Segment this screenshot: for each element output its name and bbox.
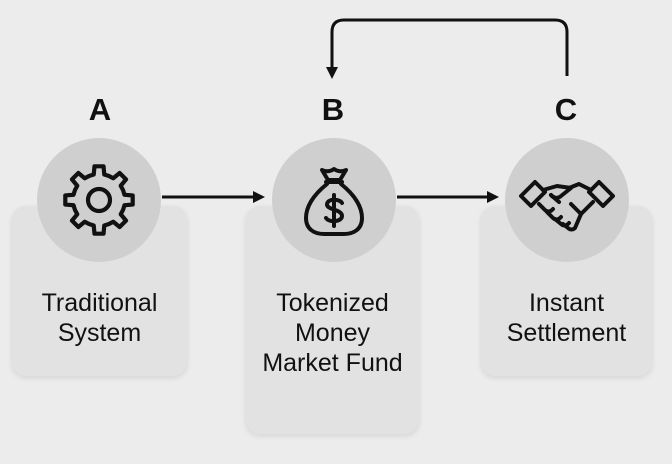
step-label-b: Tokenized Money Market Fund xyxy=(262,289,403,377)
arrow-c-to-b-loop xyxy=(326,18,569,79)
gear-icon-circle xyxy=(37,138,161,262)
money-bag-icon-circle xyxy=(272,138,396,262)
step-label-c: Instant Settlement xyxy=(506,289,627,347)
step-letter-a: A xyxy=(88,92,112,127)
step-card-c: Instant Settlement xyxy=(481,206,652,376)
handshake-icon-circle xyxy=(505,138,629,262)
money-bag-icon xyxy=(304,167,364,236)
step-letter-c: C xyxy=(554,92,578,127)
handshake-icon xyxy=(519,180,615,232)
step-letter-b: B xyxy=(321,92,345,127)
gear-icon xyxy=(63,164,135,236)
step-label-a: Traditional System xyxy=(41,289,158,347)
